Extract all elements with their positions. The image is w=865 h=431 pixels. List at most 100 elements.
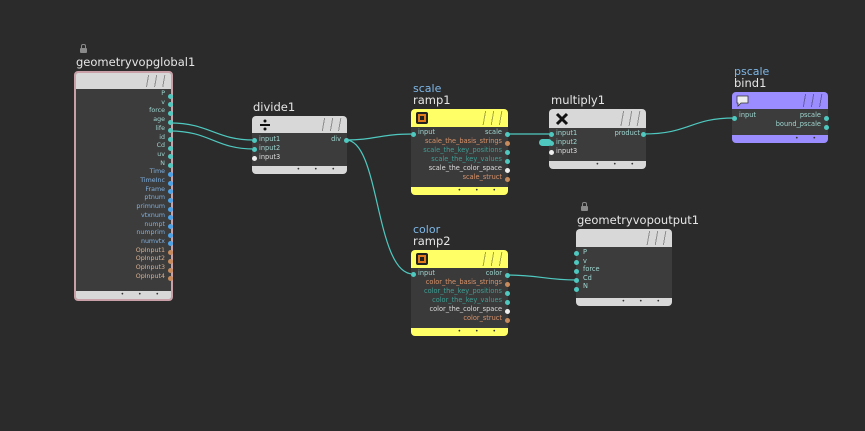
- lock-icon[interactable]: [80, 44, 87, 53]
- output-pin[interactable]: [504, 131, 510, 137]
- output-pin[interactable]: [167, 137, 173, 142]
- port-opinput3[interactable]: OpInput3: [135, 264, 165, 271]
- node-bind1[interactable]: pscale bind1 input pscale bound_pscale •…: [732, 65, 832, 147]
- input-pin[interactable]: [573, 250, 579, 256]
- port-vtxnum[interactable]: vtxnum: [140, 211, 165, 219]
- input-pin[interactable]: [410, 131, 416, 137]
- output-pin[interactable]: [504, 281, 510, 287]
- node-body[interactable]: input1 input2 input3 product • • •: [549, 109, 646, 169]
- param-key-positions[interactable]: color_the_key_positions: [423, 287, 502, 295]
- param-basis-strings[interactable]: scale_the_basis_strings: [425, 137, 502, 145]
- output-pin[interactable]: [167, 145, 173, 151]
- port-color[interactable]: color: [485, 269, 502, 277]
- port-numvtx[interactable]: numvtx: [140, 237, 165, 245]
- output-pin[interactable]: [640, 131, 646, 137]
- node-title[interactable]: multiply1: [551, 93, 606, 107]
- output-pin[interactable]: [504, 176, 510, 182]
- port-p[interactable]: P: [161, 90, 165, 97]
- node-footer-flags[interactable]: • • •: [76, 291, 171, 299]
- node-title[interactable]: bind1: [734, 76, 767, 90]
- output-pin[interactable]: [167, 258, 173, 264]
- port-input1[interactable]: input1: [259, 135, 281, 143]
- node-header[interactable]: [732, 92, 828, 109]
- param-key-positions[interactable]: scale_the_key_positions: [423, 146, 502, 154]
- port-id[interactable]: id: [159, 133, 165, 141]
- port-p[interactable]: P: [583, 248, 587, 256]
- wire-div-to-color-ramp[interactable]: [345, 139, 414, 275]
- port-n[interactable]: N: [583, 282, 588, 290]
- node-subtitle[interactable]: color: [413, 223, 441, 236]
- param-struct[interactable]: color_struct: [463, 314, 502, 322]
- port-numprim[interactable]: numprim: [136, 229, 165, 237]
- input-pin[interactable]: [548, 140, 554, 146]
- param-basis-strings[interactable]: color_the_basis_strings: [425, 278, 502, 286]
- output-pin[interactable]: [823, 124, 829, 130]
- input-pin[interactable]: [573, 277, 579, 283]
- port-life[interactable]: life: [155, 124, 165, 132]
- port-frame[interactable]: Frame: [145, 185, 165, 193]
- wire-product-to-bind-input[interactable]: [642, 117, 735, 135]
- port-n[interactable]: N: [160, 159, 165, 167]
- output-pin[interactable]: [167, 93, 173, 99]
- port-uv[interactable]: uv: [157, 150, 165, 158]
- output-pin[interactable]: [167, 206, 173, 212]
- node-header[interactable]: [576, 229, 672, 247]
- output-pin[interactable]: [167, 189, 173, 195]
- port-force[interactable]: force: [149, 107, 165, 115]
- output-pin[interactable]: [167, 163, 173, 169]
- lock-icon[interactable]: [581, 202, 588, 211]
- node-header[interactable]: [411, 109, 508, 127]
- port-force[interactable]: force: [583, 265, 600, 273]
- output-pin[interactable]: [823, 115, 829, 121]
- port-timeinc[interactable]: TimeInc: [140, 177, 165, 184]
- node-divide1[interactable]: divide1 input1 input2 input3 div • • •: [252, 100, 348, 180]
- port-bound-pscale[interactable]: bound_pscale: [775, 120, 821, 128]
- param-color-space[interactable]: scale_the_color_space: [428, 164, 502, 172]
- output-pin[interactable]: [167, 154, 173, 160]
- output-pin[interactable]: [504, 149, 510, 155]
- node-footer-flags[interactable]: • • •: [549, 161, 646, 169]
- output-pin[interactable]: [504, 308, 510, 314]
- output-pin[interactable]: [504, 158, 510, 164]
- port-input1[interactable]: input1: [556, 129, 578, 137]
- node-footer-flags[interactable]: • •: [732, 135, 828, 143]
- output-pin[interactable]: [167, 180, 173, 186]
- wire-life-to-divide-input2[interactable]: [169, 130, 255, 150]
- node-footer-flags[interactable]: • • •: [411, 187, 508, 195]
- input-pin[interactable]: [573, 268, 579, 274]
- input-pin[interactable]: [251, 155, 257, 161]
- input2-constant-indicator[interactable]: [539, 139, 552, 146]
- port-opinput4[interactable]: OpInput4: [135, 272, 165, 280]
- port-age[interactable]: age: [153, 116, 165, 124]
- input-pin[interactable]: [573, 259, 579, 265]
- wire-color-to-output-cd[interactable]: [505, 274, 577, 281]
- output-pin[interactable]: [167, 128, 173, 134]
- output-pin[interactable]: [504, 272, 510, 278]
- param-color-space[interactable]: color_the_color_space: [429, 305, 502, 313]
- node-body[interactable]: input1 input2 input3 div • • •: [252, 116, 347, 174]
- param-key-values[interactable]: color_the_key_values: [432, 296, 502, 304]
- node-header[interactable]: [411, 250, 508, 268]
- port-input[interactable]: input: [418, 269, 435, 277]
- node-header[interactable]: [76, 73, 171, 89]
- output-pin[interactable]: [167, 197, 173, 203]
- output-pin[interactable]: [167, 276, 173, 282]
- output-pin[interactable]: [167, 102, 173, 108]
- node-title[interactable]: geometryvopoutput1: [577, 213, 700, 227]
- node-body[interactable]: input scale scale_the_basis_strings scal…: [411, 109, 508, 195]
- port-primnum[interactable]: primnum: [136, 203, 165, 211]
- node-body[interactable]: input pscale bound_pscale • •: [732, 92, 828, 143]
- output-pin[interactable]: [504, 299, 510, 305]
- node-multiply1[interactable]: multiply1 input1 input2 input3 product •…: [549, 93, 649, 175]
- node-header[interactable]: [252, 116, 347, 133]
- output-pin[interactable]: [504, 290, 510, 296]
- output-pin[interactable]: [167, 110, 173, 116]
- port-input2[interactable]: input2: [259, 144, 281, 152]
- input-pin[interactable]: [548, 149, 554, 155]
- output-pin[interactable]: [167, 224, 173, 229]
- output-pin[interactable]: [343, 137, 349, 143]
- input-pin[interactable]: [251, 146, 257, 152]
